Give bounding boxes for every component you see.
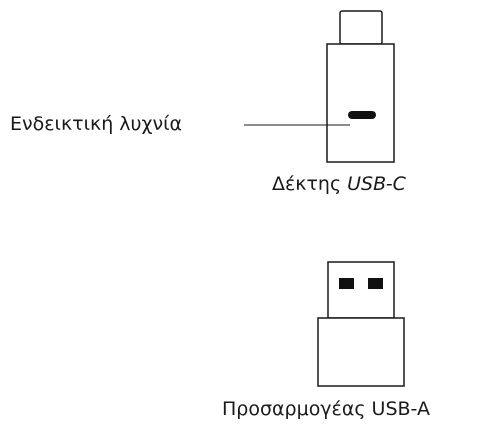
usb-a-adapter-caption: Προσαρμογέας USB-A [222,398,430,420]
usb-c-receiver [326,10,395,163]
usb-a-adapter [317,261,405,387]
usb-c-receiver-caption: Δέκτης USB-C [272,173,406,195]
usb-c-receiver-body [326,43,395,163]
usb-c-caption-prefix: Δέκτης [272,173,348,195]
indicator-light-label: Ενδεικτική λυχνία [10,113,183,135]
usb-a-connector-plug [327,261,395,319]
usb-c-connector-tip [339,10,383,45]
usb-c-caption-model: USB-C [347,173,406,195]
usb-a-contact-left [339,278,354,289]
usb-a-adapter-body [317,317,405,387]
usb-a-contact-right [368,278,383,289]
indicator-light [348,111,376,119]
